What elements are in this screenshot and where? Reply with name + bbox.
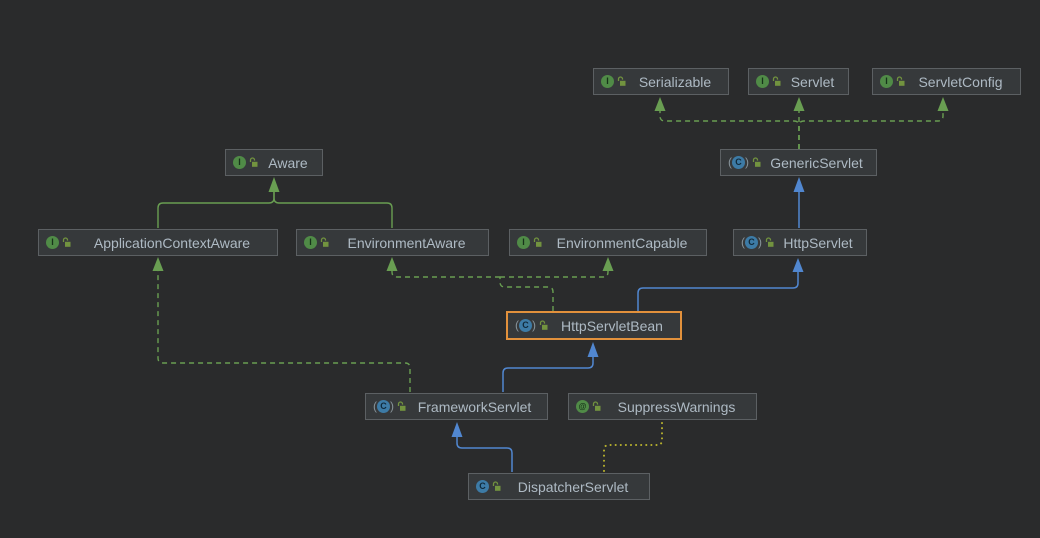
lock-icon xyxy=(492,481,501,492)
arrowhead-aware xyxy=(268,177,280,192)
class-node-genericservlet[interactable]: (C) GenericServlet xyxy=(720,149,877,176)
class-node-environmentcapable[interactable]: I EnvironmentCapable xyxy=(509,229,707,256)
arrowhead-servletconfig xyxy=(937,97,949,111)
node-label: Serializable xyxy=(638,73,712,90)
interface-extends-edges xyxy=(157,177,393,228)
edge-applicationcontextaware-extends-aware[interactable] xyxy=(157,192,275,228)
edge-httpservletbean-implements-environmentaware[interactable] xyxy=(391,271,500,278)
node-label: ServletConfig xyxy=(918,73,1003,90)
class-node-httpservletbean[interactable]: (C) HttpServletBean xyxy=(506,311,682,340)
class-node-aware[interactable]: I Aware xyxy=(225,149,323,176)
node-label: ApplicationContextAware xyxy=(93,234,251,251)
arrowhead-frameworkservlet xyxy=(451,422,463,437)
class-node-frameworkservlet[interactable]: (C) FrameworkServlet xyxy=(365,393,548,420)
arrowhead-serializable xyxy=(654,97,666,111)
arrowhead-httpservletbean xyxy=(587,342,599,357)
class-node-applicationcontextaware[interactable]: I ApplicationContextAware xyxy=(38,229,278,256)
node-label: SuppressWarnings xyxy=(617,398,736,415)
class-node-servletconfig[interactable]: I ServletConfig xyxy=(872,68,1021,95)
lock-icon xyxy=(765,237,774,248)
lock-icon xyxy=(617,76,626,87)
edge-environmentaware-extends-aware[interactable] xyxy=(273,192,393,228)
lock-icon xyxy=(533,237,542,248)
lock-icon xyxy=(539,320,548,331)
node-label: EnvironmentCapable xyxy=(556,234,688,251)
edge-dispatcherservlet-extends-frameworkservlet[interactable] xyxy=(456,437,513,472)
abstract-class-icon: (C) xyxy=(373,399,394,413)
edge-frameworkservlet-extends-httpservletbean[interactable] xyxy=(502,357,594,392)
edge-genericservlet-implements-servletconfig[interactable] xyxy=(798,111,944,149)
edge-genericservlet-implements-serializable[interactable] xyxy=(659,111,800,149)
lock-icon xyxy=(320,237,329,248)
node-label: Aware xyxy=(268,154,308,171)
implements-edges xyxy=(152,97,949,392)
interface-icon: I xyxy=(233,156,246,169)
class-node-dispatcherservlet[interactable]: C DispatcherServlet xyxy=(468,473,650,500)
annotation-node-suppresswarnings[interactable]: @ SuppressWarnings xyxy=(568,393,757,420)
class-node-environmentaware[interactable]: I EnvironmentAware xyxy=(296,229,489,256)
edge-dispatcherservlet-annotation-suppresswarnings[interactable] xyxy=(603,420,663,472)
node-label: HttpServletBean xyxy=(561,317,663,334)
arrowhead-servlet xyxy=(793,97,805,111)
arrowhead-environmentaware xyxy=(386,257,398,271)
arrowhead-genericservlet xyxy=(793,177,805,192)
interface-icon: I xyxy=(601,75,614,88)
lock-icon xyxy=(397,401,406,412)
edge-httpservletbean-extends-httpservlet[interactable] xyxy=(637,272,799,311)
extends-edges xyxy=(451,177,805,472)
class-node-serializable[interactable]: I Serializable xyxy=(593,68,729,95)
lock-icon xyxy=(62,237,71,248)
arrowhead-applicationcontextaware xyxy=(152,257,164,271)
lock-icon xyxy=(752,157,761,168)
edge-frameworkservlet-implements-applicationcontextaware[interactable] xyxy=(157,271,411,392)
lock-icon xyxy=(896,76,905,87)
node-label: EnvironmentAware xyxy=(347,234,466,251)
edge-httpservletbean-implements-environmentcapable[interactable] xyxy=(500,271,609,278)
interface-icon: I xyxy=(304,236,317,249)
annotation-edges xyxy=(603,420,663,472)
abstract-class-icon: (C) xyxy=(741,235,762,249)
lock-icon xyxy=(592,401,601,412)
interface-icon: I xyxy=(517,236,530,249)
node-label: Servlet xyxy=(790,73,835,90)
interface-icon: I xyxy=(880,75,893,88)
class-node-servlet[interactable]: I Servlet xyxy=(748,68,849,95)
class-node-httpservlet[interactable]: (C) HttpServlet xyxy=(733,229,867,256)
abstract-class-icon: (C) xyxy=(728,155,749,169)
lock-icon xyxy=(772,76,781,87)
class-icon: C xyxy=(476,480,489,493)
edge-httpservletbean-stem[interactable] xyxy=(499,277,554,311)
abstract-class-icon: (C) xyxy=(515,318,536,332)
node-label: GenericServlet xyxy=(770,154,863,171)
node-label: FrameworkServlet xyxy=(417,398,532,415)
arrowhead-environmentcapable xyxy=(602,257,614,271)
interface-icon: I xyxy=(46,236,59,249)
interface-icon: I xyxy=(756,75,769,88)
node-label: HttpServlet xyxy=(783,234,853,251)
lock-icon xyxy=(249,157,258,168)
node-label: DispatcherServlet xyxy=(517,478,629,495)
annotation-icon: @ xyxy=(576,400,589,413)
arrowhead-httpservlet xyxy=(792,258,804,272)
